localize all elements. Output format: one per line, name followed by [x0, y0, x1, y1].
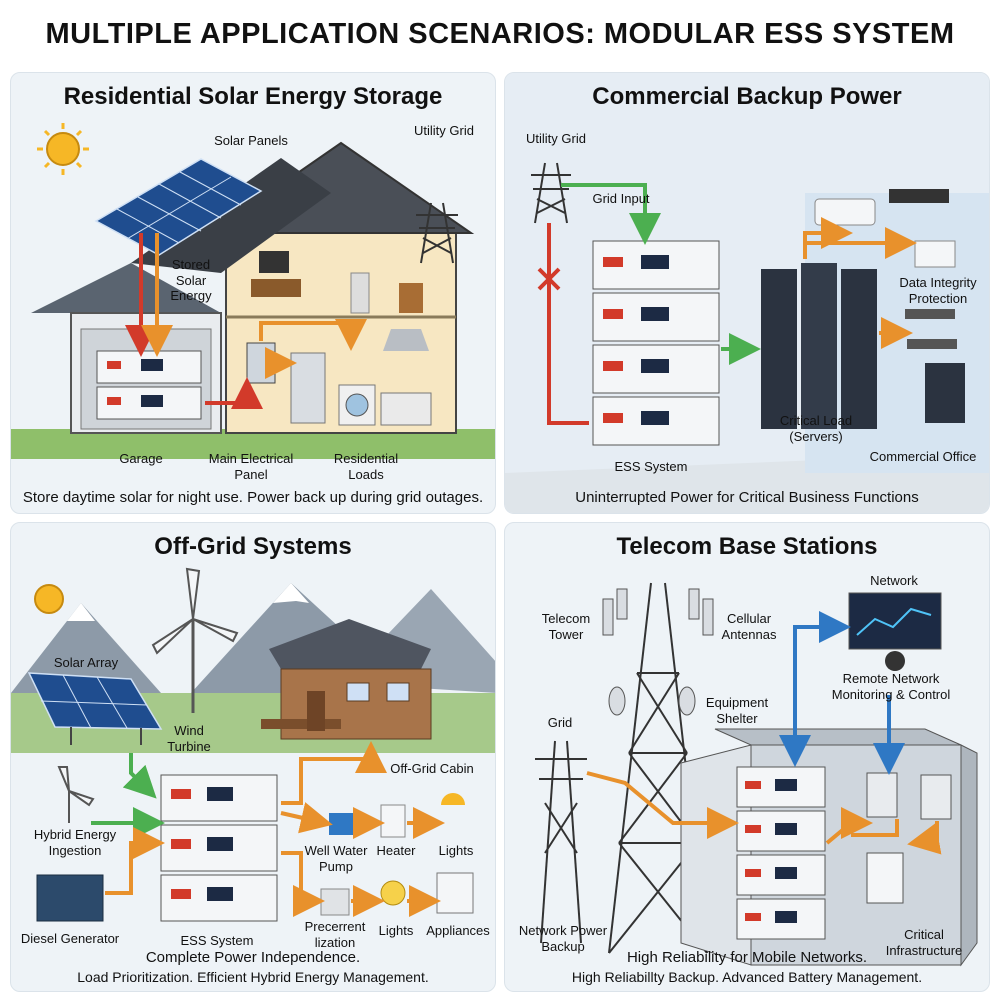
panel-residential: Residential Solar Energy Storage Solar P… [10, 72, 496, 514]
label-main-panel: Main Electrical Panel [208, 451, 294, 482]
label-critical-load: Critical Load (Servers) [779, 413, 853, 444]
diesel-generator-icon [36, 874, 104, 922]
label-solar-array: Solar Array [53, 655, 119, 670]
label-appliances: Appliances [426, 923, 490, 938]
washer-icon [436, 872, 474, 914]
caption-residential: Store daytime solar for night use. Power… [22, 489, 484, 506]
label-equipment-shelter: Equipment Shelter [705, 695, 769, 726]
label-hybrid-ingestion: Hybrid Energy Ingestion [33, 827, 117, 858]
caption2-offgrid: Load Prioritization. Efficient Hybrid En… [77, 969, 429, 985]
label-garage: Garage [119, 451, 163, 466]
label-telecom-tower: Telecom Tower [541, 611, 591, 642]
caption-commercial: Uninterrupted Power for Critical Busines… [575, 489, 919, 506]
ess-stack-offgrid [160, 774, 278, 922]
heater-icon [380, 804, 406, 838]
bulb-icon [380, 880, 406, 906]
residential-illustration [11, 123, 495, 459]
label-heater: Heater [376, 843, 416, 858]
panel-title-residential: Residential Solar Energy Storage [63, 83, 443, 110]
telecom-illustration [535, 582, 978, 967]
label-solar-panels: Solar Panels [214, 133, 288, 148]
label-stored-solar-energy: Stored Solar Energy [170, 257, 212, 304]
panel-offgrid: Off-Grid Systems Solar Array Wind Turbin… [10, 522, 496, 992]
sun-icon [37, 123, 89, 175]
utility-tower-icon [531, 162, 571, 224]
label-well-pump: Well Water Pump [304, 843, 368, 874]
ess-stack-telecom [736, 766, 826, 940]
label-offgrid-cabin: Off-Grid Cabin [390, 761, 474, 776]
label-wind-turbine: Wind Turbine [167, 723, 211, 754]
offgrid-illustration [11, 567, 495, 922]
ess-stack-commercial [592, 240, 720, 446]
panel-telecom: Telecom Base Stations Network Telecom To… [504, 522, 990, 992]
label-lights-bottom: Lights [378, 923, 414, 938]
label-commercial-office: Commercial Office [869, 449, 977, 464]
pump-icon [329, 813, 355, 835]
label-diesel-generator: Diesel Generator [20, 931, 120, 946]
label-remote-monitoring: Remote Network Monitoring & Control [831, 671, 951, 702]
panel-title-telecom: Telecom Base Stations [616, 533, 878, 560]
label-data-integrity: Data Integrity Protection [899, 275, 977, 306]
commercial-illustration [505, 73, 989, 513]
utility-tower-icon [416, 202, 458, 264]
solar-array-icon [27, 672, 163, 745]
ceiling-light-icon [441, 793, 465, 805]
panel-title-offgrid: Off-Grid Systems [154, 533, 352, 560]
monitor-icon [848, 592, 942, 671]
sun-icon [34, 584, 64, 614]
grid-tower-icon [535, 740, 587, 944]
page-title: MULTIPLE APPLICATION SCENARIOS: MODULAR … [45, 18, 955, 50]
panel-title-commercial: Commercial Backup Power [592, 83, 902, 110]
label-ess-system-commercial: ESS System [614, 459, 688, 474]
label-residential-loads: Residential Loads [333, 451, 399, 482]
label-network-power-backup: Network Power Backup [518, 923, 608, 954]
ess-unit-residential [96, 350, 202, 420]
wind-turbine-icon [151, 567, 239, 713]
label-lights-top: Lights [438, 843, 474, 858]
label-grid: Grid [547, 715, 573, 730]
label-critical-infrastructure: Critical Infrastructure [885, 927, 963, 958]
server-racks-icon [761, 263, 965, 429]
caption-offgrid: Complete Power Independence. [145, 949, 361, 966]
label-utility-grid-commercial: Utility Grid [526, 131, 586, 146]
panel-commercial: Commercial Backup Power Utility Grid Gri… [504, 72, 990, 514]
label-cellular-antennas: Cellular Antennas [721, 611, 777, 642]
label-network: Network [870, 573, 918, 588]
caption2-telecom: High Reliabillty Backup. Advanced Batter… [571, 969, 923, 985]
cabin-icon [261, 619, 432, 740]
label-ess-system-offgrid: ESS System [180, 933, 254, 948]
solar-panels-icon [94, 158, 263, 256]
label-grid-input: Grid Input [592, 191, 650, 206]
label-precerrent: Precerrent lization [304, 919, 366, 950]
small-turbine-icon [57, 766, 95, 823]
label-utility-grid: Utility Grid [414, 123, 474, 138]
caption-telecom: High Reliability for Mobile Networks. [626, 949, 868, 966]
cellular-antennas-icon [602, 588, 714, 716]
